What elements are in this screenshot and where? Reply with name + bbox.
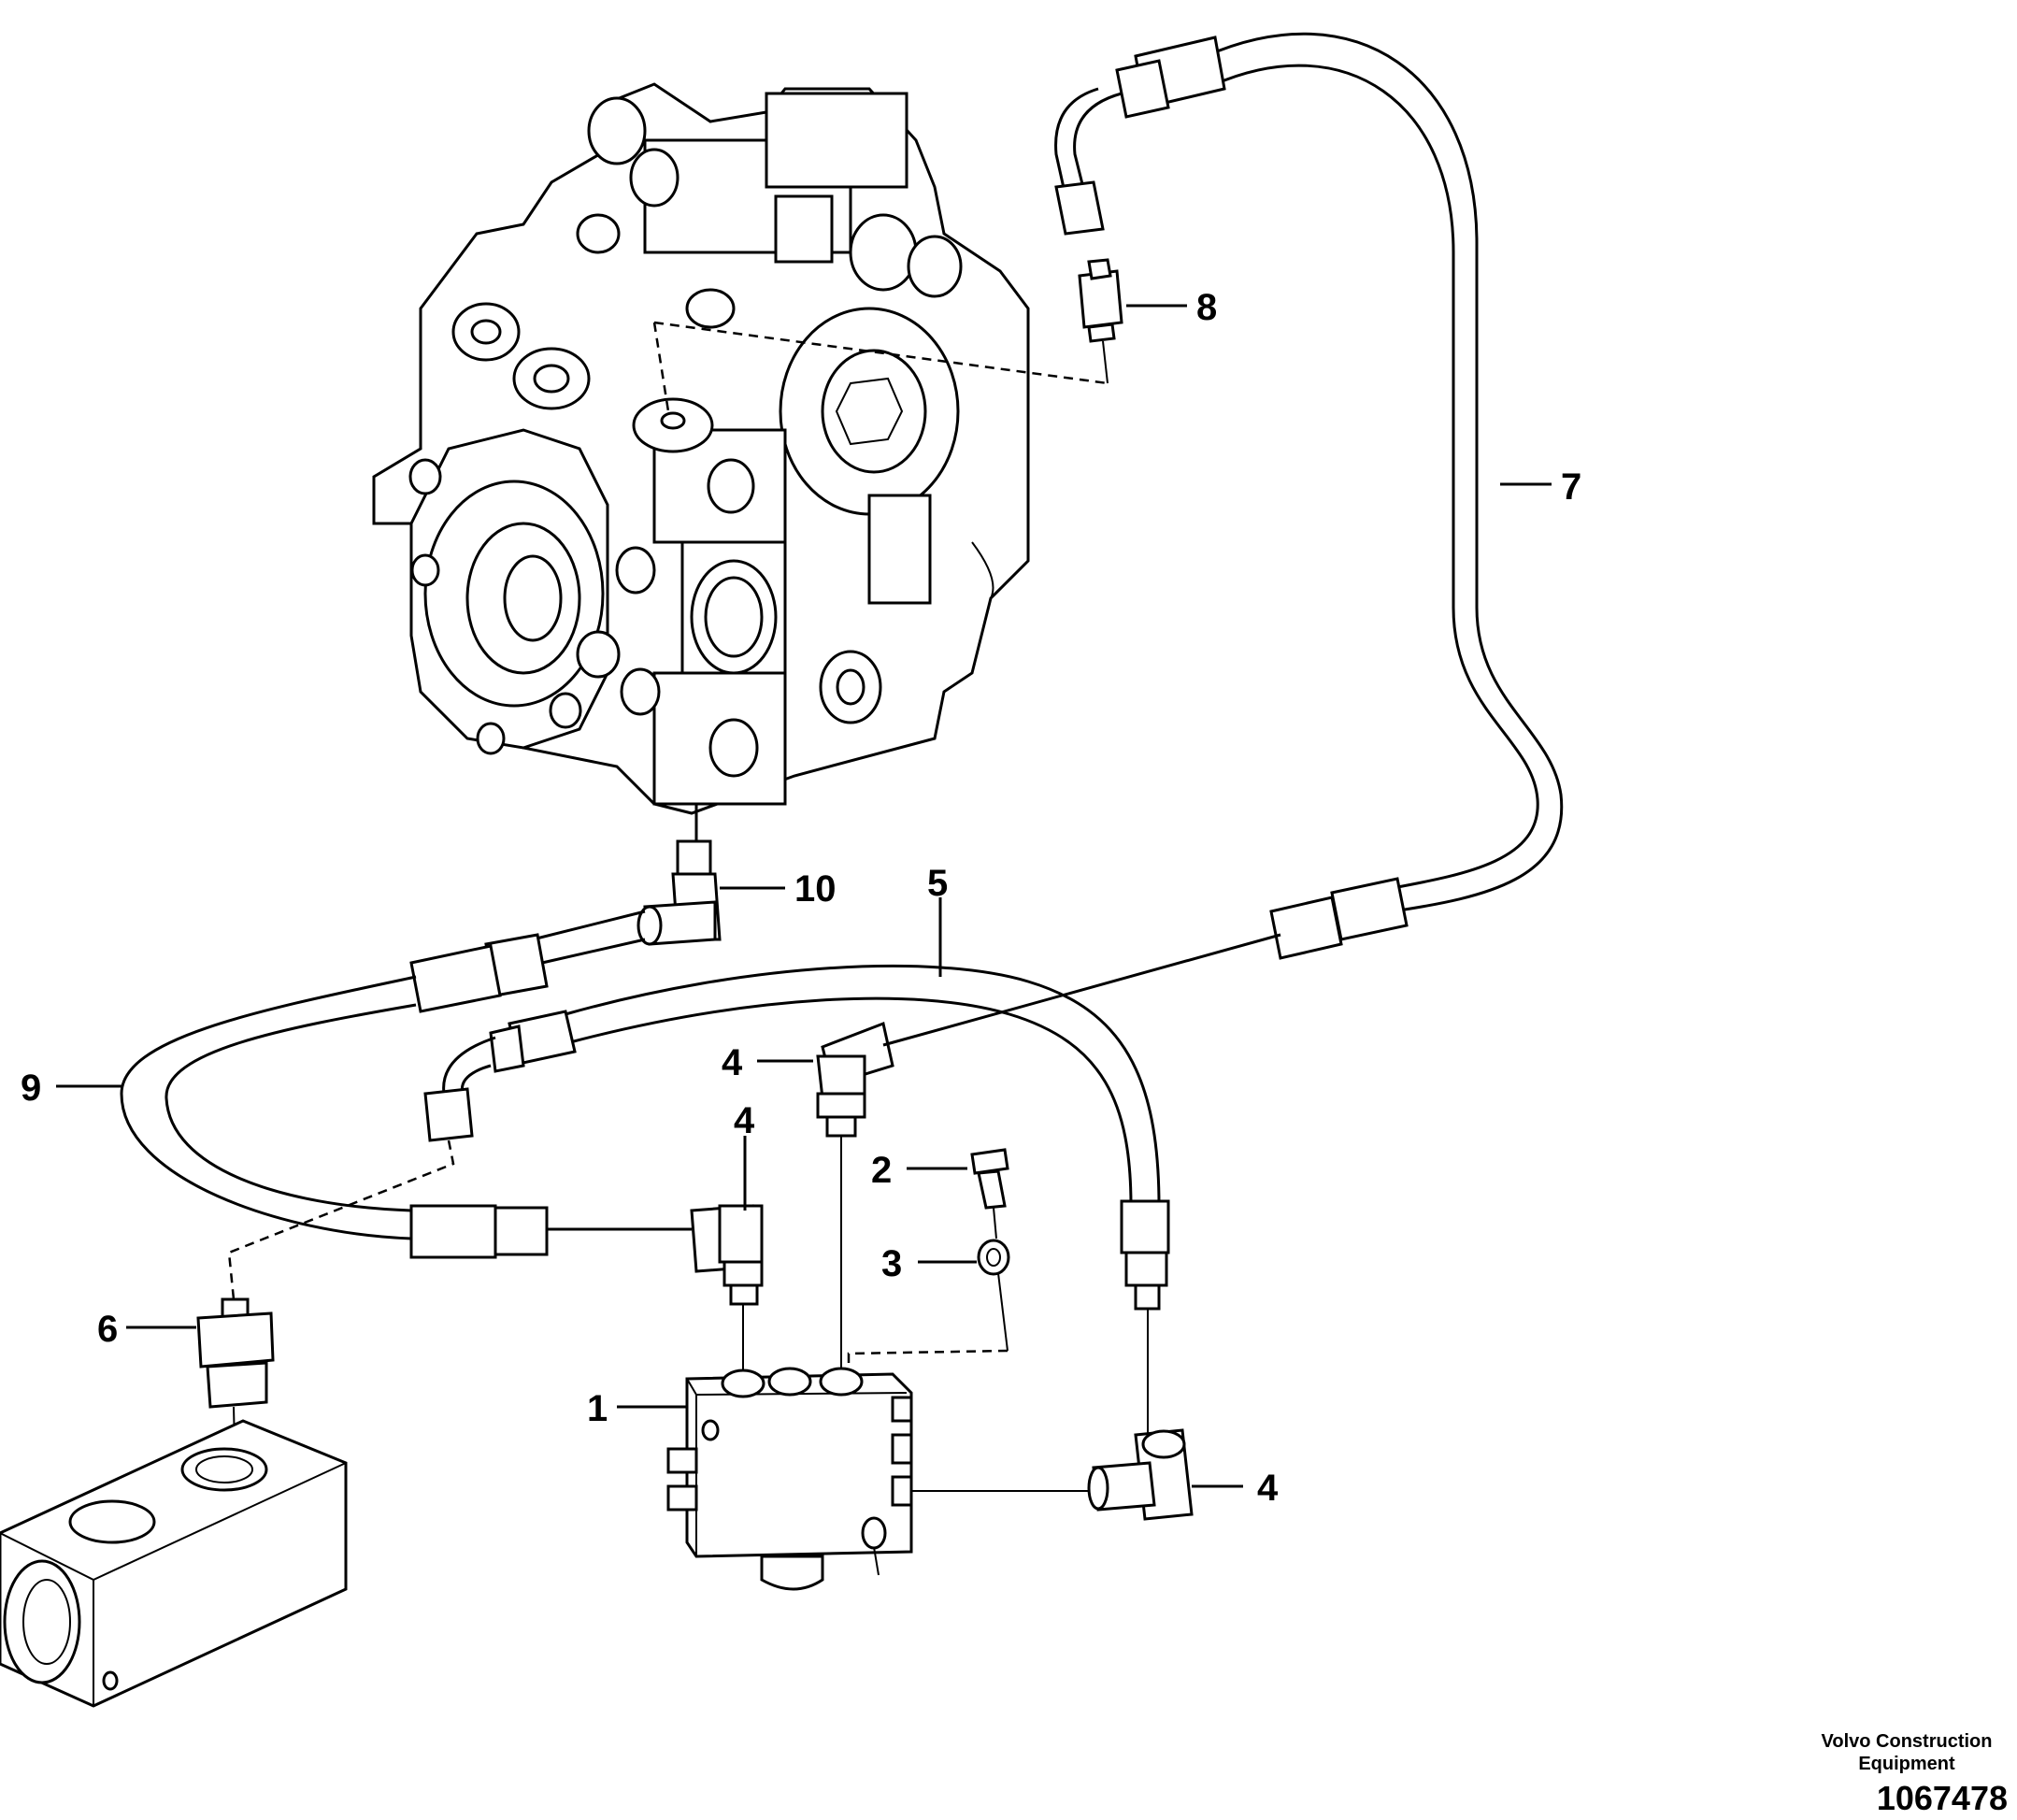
- hose-5: [227, 964, 1170, 1435]
- fitting-8: [652, 258, 1123, 412]
- callout-1: 1: [587, 1388, 608, 1429]
- elbow-4-top: [816, 933, 1281, 1374]
- elbow-4-right: [907, 1428, 1194, 1521]
- callout-8: 8: [1196, 287, 1217, 328]
- elbow-10: [637, 804, 722, 946]
- hydraulic-pump: [372, 82, 1030, 815]
- callout-7: 7: [1561, 466, 1581, 508]
- washer-3: [847, 1239, 1010, 1369]
- hose-7: [1054, 32, 1564, 960]
- screw-2: [970, 1148, 1009, 1240]
- credit-line-1: Volvo Construction: [1821, 1731, 1993, 1752]
- callout-5: 5: [927, 863, 948, 904]
- leader-lines: [56, 304, 1552, 1488]
- callout-10: 10: [794, 868, 837, 910]
- callout-4-right: 4: [1257, 1468, 1279, 1509]
- callout-4-middle: 4: [734, 1100, 755, 1141]
- callout-3: 3: [881, 1243, 902, 1284]
- callout-2: 2: [871, 1150, 892, 1191]
- callout-4-top: 4: [722, 1042, 743, 1083]
- sensor-6: [196, 1297, 275, 1487]
- manifold-block: [0, 1419, 348, 1708]
- callout-9: 9: [21, 1068, 41, 1109]
- publisher-credit: Volvo Construction Equipment: [1804, 1730, 2010, 1775]
- hose-9: [120, 910, 692, 1259]
- credit-line-2: Equipment: [1858, 1754, 1955, 1774]
- callout-labels: 8 7 10 5 4 9 4 2 3 6 1 4: [21, 287, 1581, 1509]
- document-number: 1067478: [1876, 1779, 2008, 1817]
- callout-6: 6: [97, 1309, 118, 1350]
- elbow-4-middle: [690, 1204, 764, 1374]
- valve-block-1: [666, 1367, 913, 1591]
